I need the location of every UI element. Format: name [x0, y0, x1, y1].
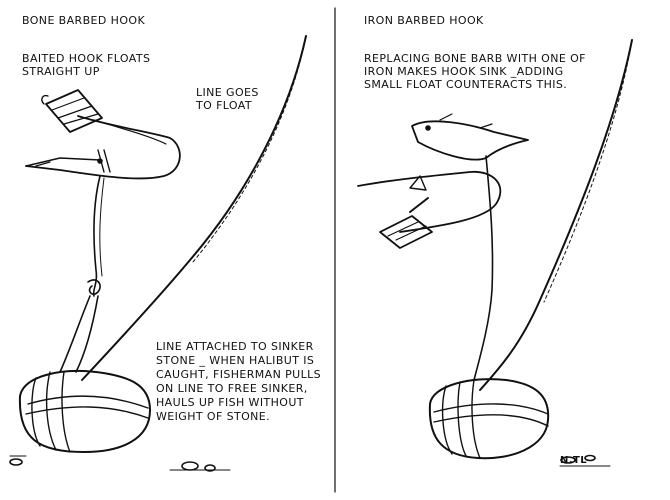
hook-line — [92, 175, 101, 297]
sinker-caption-line-6: WEIGHT OF STONE. — [156, 410, 270, 423]
sinker-caption: LINE ATTACHED TO SINKER STONE _ WHEN HAL… — [156, 340, 321, 424]
left-title: BONE BARBED HOOK — [22, 14, 146, 27]
float-caption-line-2: STRAIGHT UP — [22, 65, 100, 78]
float-line — [81, 35, 307, 381]
right-caption: REPLACING BONE BARB WITH ONE OF IRON MAK… — [364, 52, 586, 91]
sinker-stone-right — [428, 378, 611, 467]
bone-hook — [25, 89, 181, 180]
float-caption: BAITED HOOK FLOATS STRAIGHT UP — [22, 52, 150, 78]
sinker-caption-line-5: HAULS UP FISH WITHOUT — [156, 396, 304, 409]
sinker-caption-line-2: STONE _ WHEN HALIBUT IS — [156, 354, 315, 367]
iron-hook — [357, 113, 529, 249]
right-title: IRON BARBED HOOK — [364, 14, 484, 27]
sinker-caption-line-1: LINE ATTACHED TO SINKER — [156, 340, 314, 353]
line-caption-line-1: LINE GOES — [196, 86, 259, 99]
right-caption-line-2: IRON MAKES HOOK SINK _ADDING — [364, 65, 564, 78]
right-caption-line-3: SMALL FLOAT COUNTERACTS THIS. — [364, 78, 568, 91]
sinker-stone-left — [9, 295, 231, 472]
float-caption-line-1: BAITED HOOK FLOATS — [22, 52, 151, 65]
float-line-right — [479, 39, 633, 391]
artist-signature: N.TL — [560, 455, 587, 466]
line-caption-line-2: TO FLOAT — [196, 99, 252, 112]
sinker-caption-line-3: CAUGHT, FISHERMAN PULLS — [156, 368, 322, 381]
sinker-caption-line-4: ON LINE TO FREE SINKER, — [156, 382, 308, 395]
right-caption-line-1: REPLACING BONE BARB WITH ONE OF — [364, 52, 586, 65]
line-caption: LINE GOES TO FLOAT — [196, 86, 259, 112]
